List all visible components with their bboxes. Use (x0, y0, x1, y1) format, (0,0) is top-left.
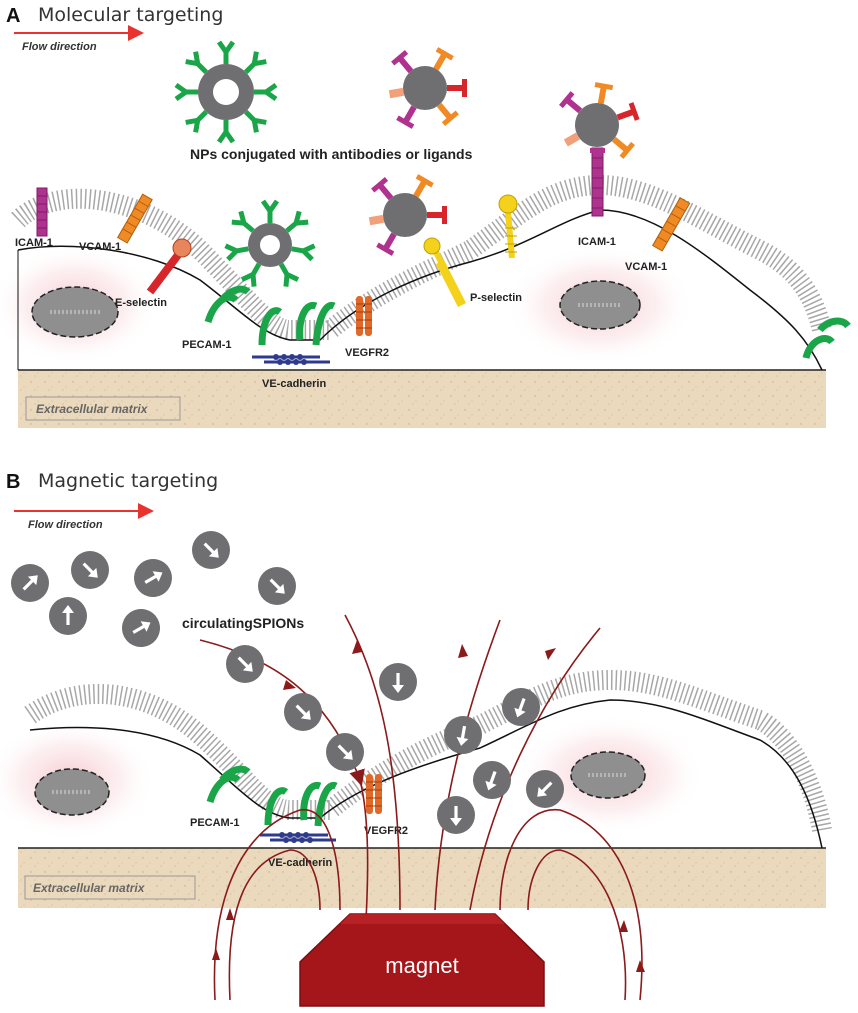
field-arrow-icon (212, 640, 645, 972)
label-vcam1-right: VCAM-1 (625, 261, 667, 273)
panel-a: A Molecular targeting Flow direction Ext… (0, 4, 851, 428)
panel-b: B Magnetic targeting Flow direction Extr… (0, 470, 832, 1007)
spion-icon (274, 683, 332, 741)
spion-icon (61, 541, 119, 599)
spions-caption: circulatingSPIONs (182, 615, 304, 631)
panel-a-letter: A (6, 5, 20, 27)
label-eselectin: E-selectin (115, 297, 167, 309)
ecm-label: Extracellular matrix (36, 402, 149, 416)
spion-icon (216, 635, 274, 693)
antibody-nanoparticle-icon (225, 201, 314, 287)
label-vcam1-left: VCAM-1 (79, 241, 121, 253)
extracellular-matrix (18, 370, 826, 428)
flow-direction-label: Flow direction (22, 41, 97, 53)
spion-icon (113, 600, 169, 656)
spion-icon (1, 554, 59, 612)
label-pecam1: PECAM-1 (182, 339, 232, 351)
antibody-nanoparticle-icon (176, 42, 276, 142)
spion-icon (495, 681, 547, 733)
spion-icon (248, 557, 306, 615)
label-vegfr2: VEGFR2 (345, 347, 389, 359)
label-pecam1: PECAM-1 (190, 817, 240, 829)
ecm-label: Extracellular matrix (33, 881, 146, 895)
nucleus-icon (570, 751, 646, 799)
spion-icon (316, 723, 374, 781)
spion-icon (125, 550, 181, 606)
label-pselectin: P-selectin (470, 292, 522, 304)
ecm-label-box (25, 396, 181, 421)
nucleus-icon (34, 768, 110, 816)
eselectin-receptor (146, 238, 192, 295)
endothelial-membrane (17, 209, 823, 371)
vegfr2-receptor (366, 774, 382, 814)
label-vecadherin: VE-cadherin (268, 857, 332, 869)
ligand-nanoparticle-icon (559, 82, 640, 159)
spion-icon (377, 661, 419, 703)
label-icam1-right: ICAM-1 (578, 236, 616, 248)
label-icam1-left: ICAM-1 (15, 237, 53, 249)
ligand-nanoparticle-icon (368, 174, 447, 256)
vecadherin-junction (260, 832, 336, 843)
icam1-receptor-left (36, 187, 48, 237)
vegfr2-receptor (356, 296, 372, 336)
pecam1-receptor (206, 765, 338, 827)
ligand-nanoparticle-icon (388, 47, 467, 129)
icam1-receptor-right (590, 147, 605, 217)
spion-icon (47, 595, 89, 637)
vcam1-receptor-right (651, 197, 691, 252)
ecm-label-box (24, 875, 196, 900)
spion-icon (182, 521, 240, 579)
pecam1-receptor (204, 285, 336, 346)
panel-a-title: Molecular targeting (38, 4, 223, 26)
label-vecadherin: VE-cadherin (262, 378, 326, 390)
magnet-label: magnet (385, 953, 458, 978)
nucleus-icon (559, 280, 641, 330)
spion-icon (435, 794, 477, 836)
spion-icon (466, 754, 518, 806)
pselectin-receptor (423, 194, 518, 308)
label-vegfr2: VEGFR2 (364, 825, 408, 837)
magnet-icon: magnet (299, 913, 545, 1007)
pecam1-receptor-edge (802, 317, 851, 360)
extracellular-matrix (18, 848, 826, 908)
flow-direction-label: Flow direction (28, 519, 103, 531)
panel-b-letter: B (6, 471, 20, 493)
panel-b-title: Magnetic targeting (38, 470, 218, 492)
glycocalyx (24, 669, 832, 832)
nucleus-icon (31, 286, 119, 338)
vcam1-receptor-left (116, 193, 153, 244)
nps-caption: NPs conjugated with antibodies or ligand… (190, 146, 473, 162)
vecadherin-junction (252, 354, 330, 365)
